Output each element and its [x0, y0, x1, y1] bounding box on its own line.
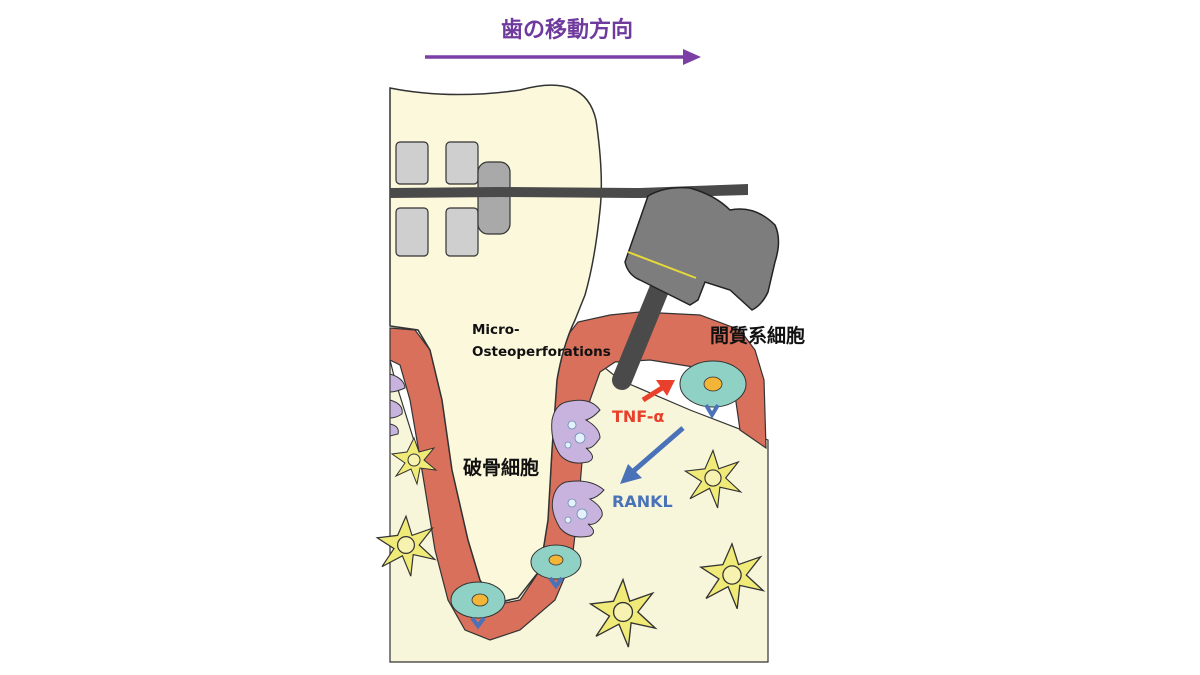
- osteocyte: [698, 541, 766, 610]
- micro-label-line1: Micro-: [472, 322, 520, 338]
- orthodontic-bracket: [395, 141, 511, 257]
- stromal-cell: [679, 360, 747, 419]
- tnf-label: TNF-α: [612, 407, 664, 426]
- osteoclast-cell: [551, 480, 605, 538]
- stromal-cell-label: 間質系細胞: [710, 324, 805, 347]
- osteoclast-cell: [551, 399, 601, 464]
- diagram-title: 歯の移動方向: [501, 17, 633, 43]
- rankl-arrow: [620, 426, 685, 484]
- osteoclast-cell: [389, 373, 406, 437]
- osteocyte: [683, 448, 743, 509]
- tnf-arrow: [641, 380, 675, 403]
- perforation-device: [612, 186, 780, 390]
- osteoclast-label: 破骨細胞: [463, 456, 539, 479]
- stromal-cell: [530, 544, 582, 590]
- osteocyte: [375, 514, 437, 577]
- micro-label-line2: Osteoperforations: [472, 344, 611, 360]
- rankl-label: RANKL: [612, 492, 673, 511]
- movement-direction-arrow: [425, 49, 701, 65]
- stromal-cell: [450, 581, 506, 630]
- osteocyte: [588, 577, 658, 648]
- osteocyte: [390, 436, 438, 486]
